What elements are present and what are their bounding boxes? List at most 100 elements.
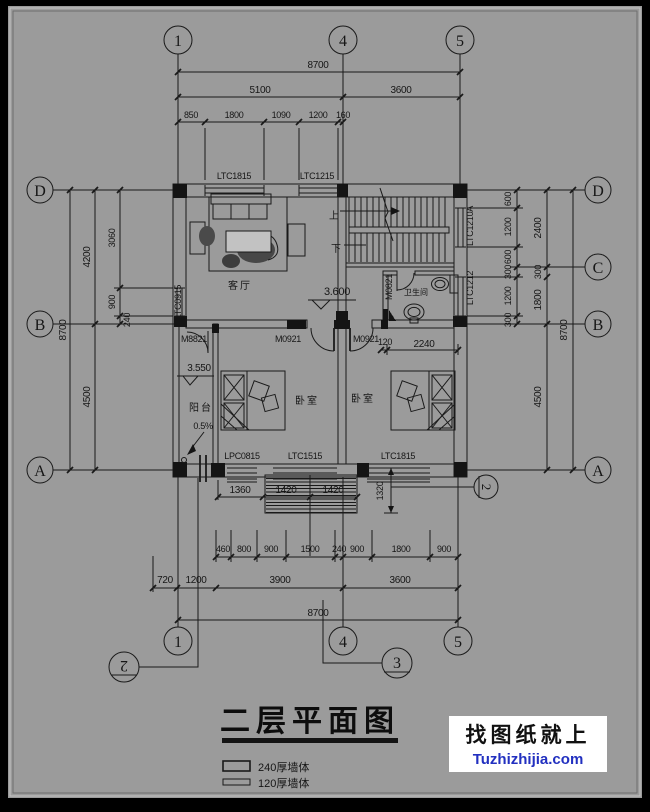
axis-top-1: 1 — [174, 33, 182, 50]
dim-bot-1200: 1200 — [185, 575, 207, 586]
axis-right-B: B — [593, 317, 604, 334]
axis-bubbles-right: D C B A — [584, 176, 612, 484]
dim-left-900: 900 — [107, 295, 117, 309]
dim-bot-900c: 900 — [437, 544, 451, 554]
window-LTC1215-top — [298, 185, 339, 196]
room-bed1: 卧室 — [295, 394, 319, 407]
section-3-label: 3 — [393, 655, 401, 672]
dim-bot-900b: 900 — [350, 544, 364, 554]
window-LPC0815-bottom — [227, 467, 257, 483]
dim-bot-240: 240 — [332, 544, 346, 554]
window-LTC1210A-right — [455, 207, 466, 248]
canopy-hatch — [264, 474, 358, 556]
legend-swatch-240 — [222, 760, 251, 772]
label-M8821: M8821 — [181, 334, 207, 344]
room-living: 客厅 — [228, 279, 252, 292]
staircase — [340, 187, 450, 262]
window-LTC1815-bottom — [367, 467, 430, 483]
drawing-field — [8, 6, 642, 798]
dim-bot-1800: 1800 — [392, 544, 411, 554]
dim-canopy-1420b: 1420 — [322, 485, 344, 496]
dim-canopy-1420a: 1420 — [275, 485, 297, 496]
dim-right-600a: 600 — [503, 192, 513, 206]
label-LTC1212: LTC1212 — [465, 271, 475, 306]
dim-right-2400: 2400 — [533, 217, 544, 239]
canopy-depth-dim — [384, 468, 398, 514]
dim-top-850: 850 — [184, 110, 198, 120]
dim-right-300a: 300 — [503, 265, 513, 279]
stair-up-label: 上 — [329, 210, 339, 222]
axis-right-C: C — [593, 260, 604, 277]
legend-swatch-120 — [222, 778, 251, 786]
axis-right-D: D — [592, 183, 604, 200]
legend: 240厚墙体 120厚墙体 — [222, 760, 309, 790]
label-LTC1210A: LTC1210A — [465, 206, 475, 246]
stair-up-arrow — [391, 207, 400, 215]
label-LTC1515: LTC1515 — [288, 451, 323, 461]
dim-top-160: 160 — [336, 110, 350, 120]
dim-left-240: 240 — [122, 313, 132, 327]
label-LTC1815-bottom: LTC1815 — [381, 451, 416, 461]
coffee-table — [225, 230, 272, 253]
axis-bubbles-left: D B A — [26, 176, 54, 484]
dim-right-300b: 300 — [503, 313, 513, 327]
dim-bath-120: 120 — [378, 337, 392, 347]
dim-bot-800: 800 — [237, 544, 251, 554]
label-LTC0915: LTC0915 — [173, 285, 183, 320]
dim-right-1200b: 1200 — [503, 286, 513, 305]
dim-bot-1500: 1500 — [301, 544, 320, 554]
title-block: 二层平面图 — [220, 705, 400, 743]
section-bubble-2-right: 2 — [391, 474, 499, 500]
axis-left-B: B — [35, 317, 46, 334]
level-marker-balcony: 3.550 — [177, 363, 214, 386]
dim-bot-460: 460 — [216, 544, 230, 554]
dim-right-4500: 4500 — [533, 386, 544, 408]
dim-top-total: 8700 — [307, 60, 329, 71]
bed-left — [220, 370, 286, 431]
label-LPC0815: LPC0815 — [224, 451, 260, 461]
dim-top-3600: 3600 — [390, 85, 412, 96]
doors — [186, 272, 415, 354]
dim-top-5100: 5100 — [249, 85, 271, 96]
axis-left-A: A — [34, 463, 46, 480]
sink-icon — [403, 303, 425, 324]
dim-right-1200a: 1200 — [503, 217, 513, 236]
watermark[interactable]: 找图纸就上 Tuzhizhijia.com — [449, 716, 607, 772]
axis-bottom-1: 1 — [174, 634, 182, 651]
bed-right — [390, 370, 456, 431]
toilet-icon — [431, 274, 459, 294]
wall-piers — [173, 184, 467, 477]
level-marker-main: 3.600 — [308, 286, 356, 310]
section-2r-label: 2 — [479, 484, 494, 491]
watermark-url[interactable]: Tuzhizhijia.com — [473, 751, 584, 768]
level-balcony-value: 3.550 — [187, 363, 211, 374]
dim-left-3060: 3060 — [107, 228, 117, 247]
axis-lines — [53, 54, 585, 627]
balcony-slope-value: 0.5% — [193, 421, 213, 431]
window-LTC0915-left — [174, 287, 185, 317]
door-M8821 — [186, 331, 209, 354]
axis-right-A: A — [592, 463, 604, 480]
dim-left-4200: 4200 — [82, 246, 93, 268]
dim-bot-3900: 3900 — [269, 575, 291, 586]
section-bubble-3: 3 — [322, 600, 413, 679]
watermark-text: 找图纸就上 — [466, 723, 591, 747]
slope-arrow — [187, 444, 196, 455]
door-M0821 — [396, 272, 415, 291]
dim-left-4500: 4500 — [82, 386, 93, 408]
axis-top-4: 4 — [339, 33, 347, 50]
label-M0821: M0821 — [384, 274, 394, 300]
axis-bubbles-bottom: 1 4 5 — [163, 626, 473, 656]
room-bed2: 卧室 — [351, 392, 375, 405]
dim-bot-total: 8700 — [307, 608, 329, 619]
dim-bot-900a: 900 — [264, 544, 278, 554]
room-bath: 卫生间 — [404, 287, 428, 297]
dim-top-1090: 1090 — [272, 110, 291, 120]
dim-bot-720: 720 — [157, 575, 174, 586]
axis-bottom-4: 4 — [339, 634, 347, 651]
label-LTC1815-top: LTC1815 — [217, 171, 252, 181]
dim-canopy-1360: 1360 — [229, 485, 251, 496]
page-title: 二层平面图 — [220, 705, 400, 738]
